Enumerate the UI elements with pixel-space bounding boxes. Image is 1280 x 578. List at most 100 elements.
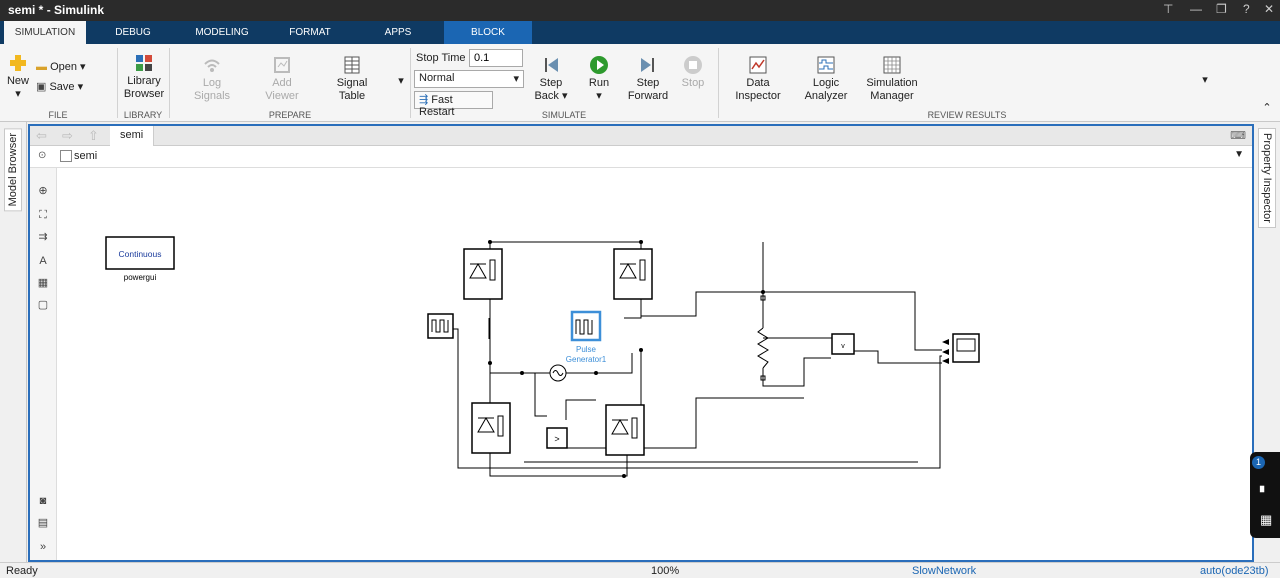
resistor-block[interactable] — [757, 295, 769, 381]
restore-icon[interactable]: ❐ — [1216, 2, 1227, 16]
powergui-block[interactable]: Continuous powergui — [105, 236, 175, 282]
model-icon — [60, 150, 72, 162]
data-inspector-label-2: Inspector — [735, 90, 781, 102]
step-back-label: Step — [539, 77, 563, 89]
fit-view-icon[interactable]: ⛶ — [39, 209, 47, 221]
stop-time-input[interactable] — [469, 49, 523, 67]
zoom-level[interactable]: 100% — [651, 565, 680, 577]
igbt-diode-block-3[interactable] — [471, 402, 511, 454]
prepare-group-label: PREPARE — [268, 110, 312, 120]
stop-button[interactable]: Stop — [677, 55, 709, 90]
add-viewer-label: Add — [272, 77, 292, 89]
new-button[interactable]: New▾ — [4, 53, 32, 101]
address-bar: ⊙ semi ▼ — [30, 146, 1252, 168]
data-inspector-label: Data — [746, 77, 770, 89]
run-button[interactable]: Run▾ — [581, 55, 617, 103]
tab-block[interactable]: BLOCK — [444, 21, 532, 44]
logic-analyzer-label: Logic — [812, 77, 840, 89]
model-explorer-icon[interactable]: ▤ — [37, 517, 49, 529]
zoom-icon[interactable]: ⊕ — [38, 185, 48, 197]
fast-restart-icon: ⇶ — [419, 94, 429, 106]
annotation-icon[interactable]: A — [39, 255, 47, 267]
tab-modeling[interactable]: MODELING — [195, 27, 249, 38]
step-back-icon — [545, 58, 558, 72]
help-icon[interactable]: ? — [1243, 2, 1250, 16]
stop-time-label: Stop Time — [416, 52, 466, 64]
open-button[interactable]: ▬ Open ▾ — [36, 61, 86, 73]
solver-status[interactable]: auto(ode23tb) — [1200, 565, 1269, 577]
pulse-generator1-block[interactable]: Pulse Generator1 — [566, 310, 607, 364]
tab-apps[interactable]: APPS — [384, 27, 412, 38]
library-browser-icon — [136, 55, 152, 71]
library-group-label: LIBRARY — [123, 110, 163, 120]
model-browser-tab[interactable]: Model Browser — [4, 128, 22, 212]
svg-text:v: v — [841, 343, 845, 350]
table-icon[interactable]: ▦ — [1260, 512, 1273, 527]
model-tab[interactable]: semi — [110, 126, 155, 146]
igbt-diode-block-2[interactable] — [613, 248, 653, 300]
simulation-mode-select[interactable]: Normal ▾ — [414, 70, 524, 88]
pin-icon[interactable]: ⊤ — [1163, 2, 1174, 16]
fast-restart-button[interactable]: ⇶ Fast Restart — [414, 91, 493, 118]
junction-dots — [488, 240, 765, 478]
window-stack-icon[interactable]: ▘ — [1260, 487, 1269, 499]
run-label: Run — [588, 77, 610, 89]
ac-voltage-source[interactable] — [549, 364, 567, 382]
simulation-manager-icon — [883, 56, 901, 74]
model-path[interactable]: semi — [74, 150, 98, 162]
relational-operator-block[interactable]: > — [546, 427, 568, 449]
image-icon[interactable]: ▦ — [37, 277, 49, 289]
divider — [169, 48, 170, 118]
notification-badge[interactable]: 1 — [1252, 456, 1265, 469]
add-viewer-icon — [274, 57, 290, 73]
editor-palette: ⊕ ⛶ ⇉ A ▦ ▢ ◙ ▤ » — [30, 168, 57, 560]
simulate-group: Stop Time Normal ▾ ⇶ Fast Restart StepBa… — [411, 47, 717, 121]
tab-debug[interactable]: DEBUG — [115, 27, 151, 38]
arrow-icon[interactable]: ⇉ — [38, 231, 48, 243]
forward-icon[interactable]: ⇨ — [62, 128, 73, 143]
save-button[interactable]: ▣ Save ▾ — [36, 81, 84, 93]
run-icon — [590, 56, 608, 74]
minimize-icon[interactable]: — — [1190, 2, 1202, 16]
folder-icon: ▬ — [36, 61, 47, 73]
tab-simulation[interactable]: SIMULATION — [4, 21, 86, 44]
up-icon[interactable]: ⇧ — [88, 128, 99, 143]
close-icon[interactable]: ✕ — [1264, 2, 1275, 16]
camera-icon[interactable]: ◙ — [39, 495, 47, 507]
voltage-measurement-block[interactable]: v — [831, 333, 855, 355]
signal-lines — [452, 241, 942, 477]
diagram-canvas[interactable]: Continuous powergui — [58, 168, 1250, 560]
hide-explorer-icon[interactable]: ⊙ — [38, 150, 47, 161]
pulse-generator1-label-2: Generator1 — [566, 355, 607, 364]
igbt-diode-block-4[interactable] — [605, 404, 645, 456]
ribbon-gallery-chevron[interactable]: ▾ — [1202, 74, 1208, 86]
collapse-ribbon-icon[interactable]: ⌃ — [1262, 102, 1272, 114]
save-icon: ▣ — [36, 81, 47, 93]
network-status[interactable]: SlowNetwork — [912, 565, 977, 577]
prepare-gallery-chevron[interactable]: ▾ — [398, 75, 404, 87]
chevron-down-icon[interactable]: ▼ — [1234, 149, 1244, 160]
table-icon — [344, 56, 360, 74]
keyboard-icon[interactable]: ⌨ — [1230, 130, 1246, 142]
log-signals-label: Log — [202, 77, 222, 89]
add-viewer-label-2: Viewer — [265, 90, 299, 102]
logic-analyzer-label-2: Analyzer — [804, 90, 848, 102]
igbt-diode-block-1[interactable] — [463, 248, 503, 300]
expand-icon[interactable]: » — [39, 541, 47, 553]
area-icon[interactable]: ▢ — [37, 299, 49, 311]
property-inspector-tab[interactable]: Property Inspector — [1258, 128, 1276, 228]
pulse-generator-block[interactable] — [427, 313, 454, 339]
back-icon[interactable]: ⇦ — [36, 128, 47, 143]
tab-format[interactable]: FORMAT — [289, 27, 331, 38]
scope-block[interactable] — [942, 333, 980, 364]
powergui-name: powergui — [124, 273, 157, 282]
